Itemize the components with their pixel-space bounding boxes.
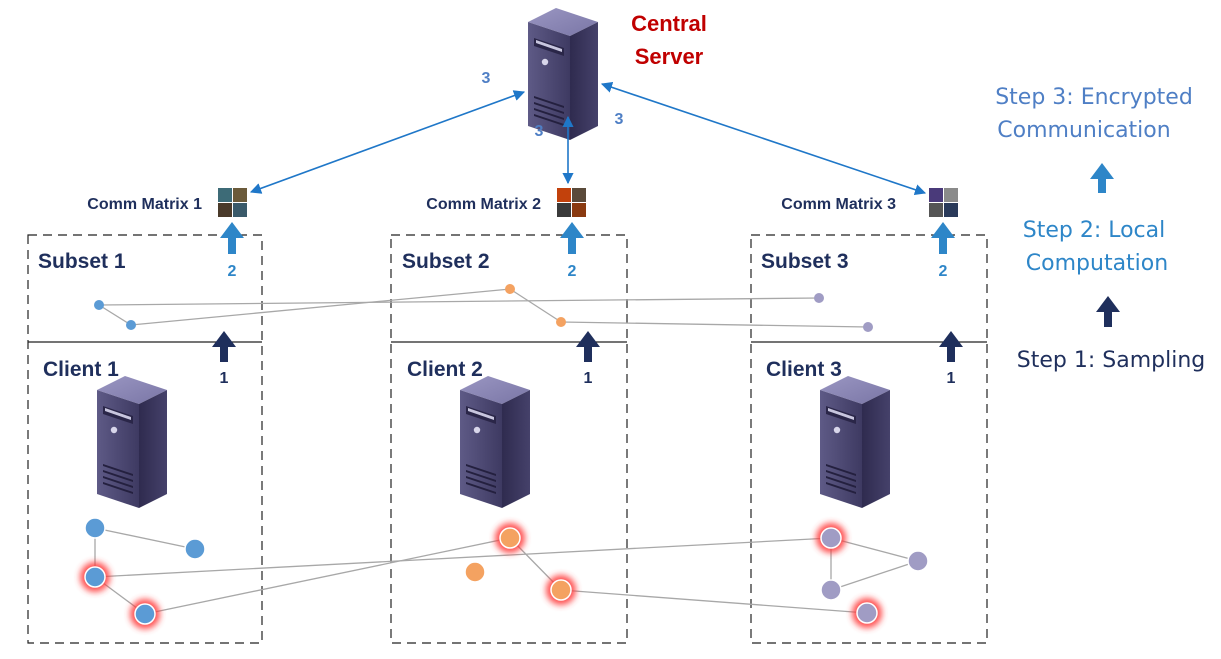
subset-graph [98, 288, 869, 328]
subset-edge [560, 321, 869, 328]
central-server-icon [528, 8, 598, 140]
graph-node [907, 550, 929, 572]
subset-edge [98, 297, 820, 306]
comm-matrix-label: Comm Matrix 1 [87, 196, 202, 213]
subset-edge [130, 288, 511, 326]
step1-arrow-icon [212, 331, 236, 362]
step2-number: 2 [228, 263, 237, 280]
subset-edge [509, 288, 562, 323]
comm-step-label-right: 3 [615, 111, 624, 128]
client-box [27, 234, 263, 644]
comm-matrix-icon [929, 188, 958, 217]
step1-number: 1 [584, 370, 593, 387]
step2-arrow-icon [931, 222, 955, 254]
step1-arrow-icon [576, 331, 600, 362]
step2-arrow-icon [220, 222, 244, 254]
subset-nodes [94, 284, 873, 332]
graph-edge [830, 560, 919, 591]
graph-edge [560, 589, 868, 614]
graph-node-sampled [856, 602, 878, 624]
legend-step3-line2: Communication [997, 118, 1170, 143]
client-server-icon [820, 376, 890, 508]
graph-edge [144, 537, 511, 615]
graph-node [464, 561, 486, 583]
graph-node-sampled [820, 527, 842, 549]
graph-node [184, 538, 206, 560]
central-server-label-line1: Central [631, 11, 707, 36]
comm-step-label-left: 3 [482, 70, 491, 87]
step2-arrow-icon [560, 222, 584, 254]
comm-matrix-label: Comm Matrix 3 [781, 196, 896, 213]
client-server-icon [97, 376, 167, 508]
subset-label: Subset 1 [38, 250, 126, 273]
client-box [390, 234, 628, 644]
graph-node [84, 517, 106, 539]
step2-number: 2 [568, 263, 577, 280]
client-column-1: Comm Matrix 1 Subset 1 Client 1 2 1 [27, 188, 263, 644]
legend-step2-line1: Step 2: Local [1023, 218, 1166, 243]
client-label: Client 2 [407, 358, 483, 381]
subset-label: Subset 3 [761, 250, 849, 273]
comm-matrix-label: Comm Matrix 2 [426, 196, 541, 213]
comm-matrix-icon [557, 188, 586, 217]
client-box [750, 234, 988, 644]
legend-step1-arrow-icon [1096, 296, 1120, 327]
graph-node-sampled [499, 527, 521, 549]
client-label: Client 1 [43, 358, 119, 381]
subset-node [863, 322, 873, 332]
subset-node [505, 284, 515, 294]
legend-step3-line1: Step 3: Encrypted [995, 85, 1193, 110]
step1-number: 1 [947, 370, 956, 387]
central-server-label-line2: Server [635, 44, 704, 69]
comm-arrow-client1 [249, 90, 526, 194]
legend-step3-arrow-icon [1090, 163, 1114, 193]
central-server [528, 8, 598, 140]
step2-number: 2 [939, 263, 948, 280]
subset-edge [98, 304, 132, 326]
subset-node [814, 293, 824, 303]
subset-label: Subset 2 [402, 250, 490, 273]
graph-node-sampled [550, 579, 572, 601]
client-column-2: Comm Matrix 2 Subset 2 Client 2 2 1 [390, 188, 628, 644]
graph-node [820, 579, 842, 601]
client-server-icon [460, 376, 530, 508]
comm-matrix-icon [218, 188, 247, 217]
subset-node [556, 317, 566, 327]
subset-node [126, 320, 136, 330]
step1-arrow-icon [939, 331, 963, 362]
graph-edge [94, 537, 832, 578]
comm-arrow-client3 [600, 81, 927, 196]
client-graph-nodes [84, 517, 929, 625]
legend: Step 3: Encrypted Communication Step 2: … [995, 85, 1205, 373]
legend-step2-line2: Computation [1026, 251, 1168, 276]
legend-step1: Step 1: Sampling [1017, 348, 1205, 373]
step1-number: 1 [220, 370, 229, 387]
subset-node [94, 300, 104, 310]
graph-node-sampled [84, 566, 106, 588]
client-label: Client 3 [766, 358, 842, 381]
client-column-3: Comm Matrix 3 Subset 3 Client 3 2 1 [750, 188, 988, 644]
comm-step-label-mid: 3 [535, 123, 544, 140]
graph-node-sampled [134, 603, 156, 625]
graph-edge [94, 527, 196, 550]
